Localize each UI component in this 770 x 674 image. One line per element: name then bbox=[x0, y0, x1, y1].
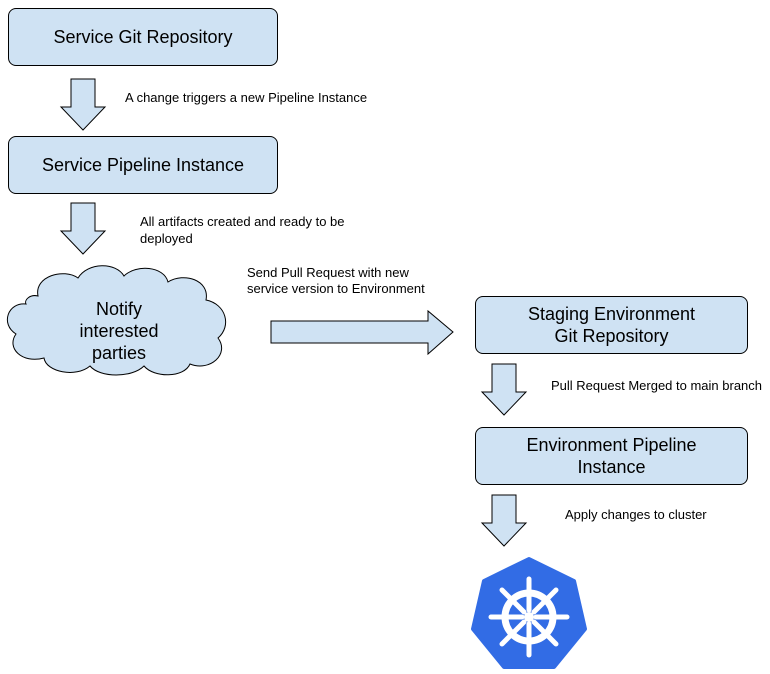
artifacts-ready-label-line1: All artifacts created and ready to be bbox=[140, 214, 345, 229]
service-git-repository-label: Service Git Repository bbox=[53, 27, 233, 47]
down-arrow-3 bbox=[480, 363, 528, 416]
notify-label-line3: parties bbox=[91, 343, 147, 363]
down-arrow-1 bbox=[59, 78, 107, 131]
apply-changes-label: Apply changes to cluster bbox=[565, 507, 707, 522]
staging-label-line2: Git Repository bbox=[554, 326, 669, 346]
right-arrow bbox=[270, 309, 454, 356]
send-pr-label-line1: Send Pull Request with new bbox=[247, 265, 409, 280]
send-pr-label-line2: service version to Environment bbox=[247, 281, 425, 296]
notify-cloud-text: Notify interested parties bbox=[44, 298, 194, 364]
down-arrow-4 bbox=[480, 494, 528, 547]
down-arrow-2 bbox=[59, 202, 107, 255]
notify-label-line1: Notify bbox=[95, 299, 142, 319]
kubernetes-logo-icon bbox=[471, 557, 587, 669]
notify-cloud-shape bbox=[6, 265, 227, 376]
staging-environment-repository-box: Staging Environment Git Repository bbox=[475, 296, 748, 354]
env-pipeline-label-line2: Instance bbox=[577, 457, 646, 477]
service-pipeline-instance-label: Service Pipeline Instance bbox=[41, 155, 245, 175]
staging-label-line1: Staging Environment bbox=[527, 304, 696, 324]
service-git-repository-box: Service Git Repository bbox=[8, 8, 278, 66]
change-triggers-label: A change triggers a new Pipeline Instanc… bbox=[125, 90, 368, 105]
service-pipeline-instance-box: Service Pipeline Instance bbox=[8, 136, 278, 194]
environment-pipeline-instance-box: Environment Pipeline Instance bbox=[475, 427, 748, 485]
notify-label-line2: interested bbox=[79, 321, 159, 341]
env-pipeline-label-line1: Environment Pipeline bbox=[526, 435, 697, 455]
pr-merged-label: Pull Request Merged to main branch bbox=[551, 378, 763, 393]
artifacts-ready-label-line2: deployed bbox=[140, 231, 193, 246]
